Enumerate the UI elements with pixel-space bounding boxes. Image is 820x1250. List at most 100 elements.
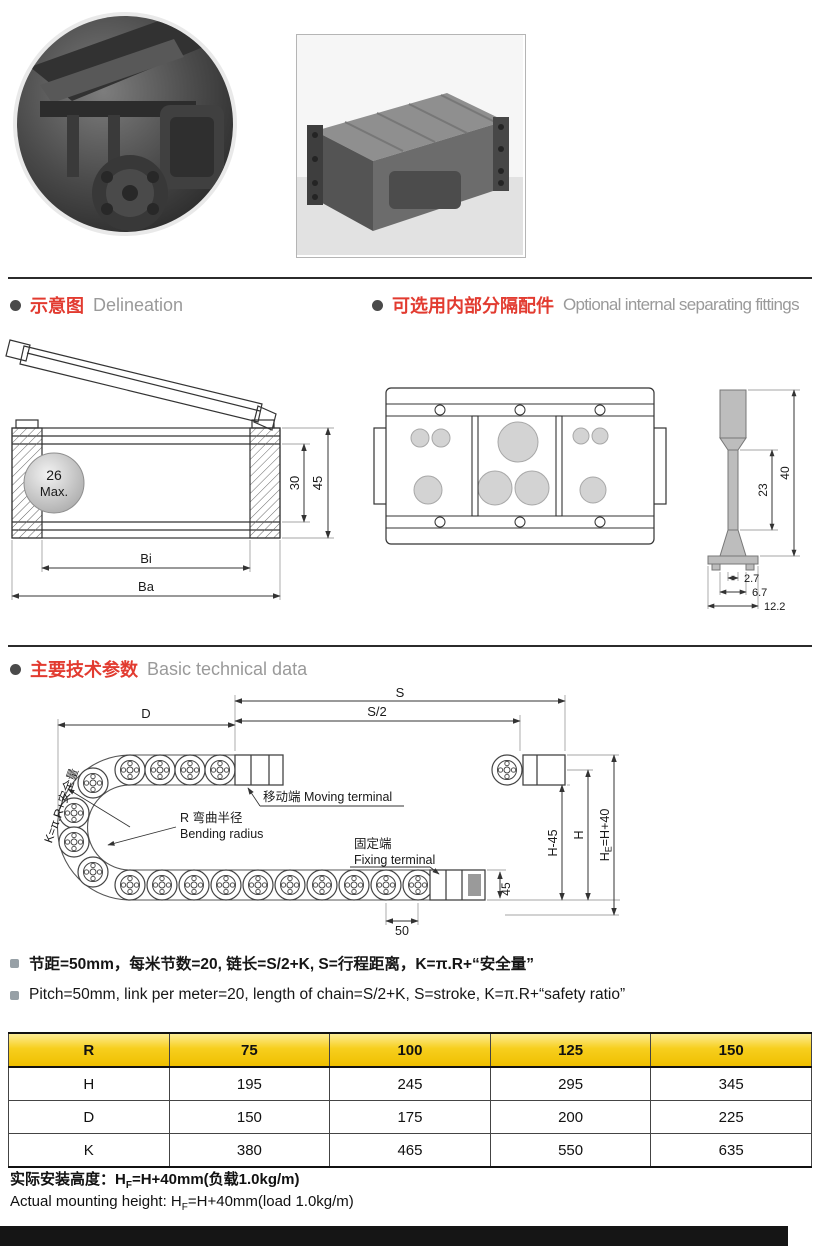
bending-radius-label-cn: R 弯曲半径	[180, 810, 243, 825]
table-cell: 465	[329, 1133, 491, 1168]
bending-radius-label-en: Bending radius	[180, 827, 263, 841]
table-cell: 225	[650, 1100, 812, 1134]
table-cell: 150	[168, 1100, 331, 1134]
dim-w2: 6.7	[752, 587, 767, 599]
table-cell: D	[8, 1100, 170, 1134]
dim-inner-width: Bi	[140, 551, 152, 566]
fixing-block-shade	[468, 874, 481, 896]
section-title-en: Optional internal separating fittings	[563, 295, 800, 314]
frame-details	[386, 403, 654, 529]
moving-terminal-label: 移动端 Moving terminal	[263, 790, 392, 804]
section-fittings: 可选用内部分隔配件 Optional internal separating f…	[372, 292, 800, 318]
note-en: Pitch=50mm, link per meter=20, length of…	[10, 986, 625, 1004]
dim-he-post: =H+40	[598, 809, 612, 847]
table-header-cell: 125	[489, 1032, 652, 1068]
mounting-height-cn-post: =H+40mm(负载1.0kg/m)	[131, 1171, 300, 1188]
mounting-height-en-pre: Actual mounting height: H	[10, 1193, 182, 1210]
bend-diagram: D S S/2 K=π.R+安全量 移动端 Moving terminal R …	[10, 685, 690, 955]
table-cell: 245	[329, 1066, 491, 1101]
bottom-bar	[0, 1226, 788, 1246]
chain-band-outline	[57, 754, 430, 901]
section-bullet-icon	[10, 663, 21, 675]
separator-shape	[707, 389, 759, 571]
section-title-cn: 可选用内部分隔配件	[392, 296, 554, 316]
frame-outline	[373, 387, 667, 545]
dimension-lines	[707, 389, 797, 609]
mounting-height-cn-pre: 实际安装高度：H	[10, 1171, 126, 1188]
divider-top	[8, 277, 812, 279]
dim-w1: 2.7	[744, 573, 759, 585]
max-diameter-value: 26	[46, 467, 62, 483]
product-photo-circle	[12, 5, 238, 243]
section-technical: 主要技术参数 Basic technical data	[10, 656, 307, 682]
note-bullet-icon	[10, 990, 19, 1000]
dim-w3: 12.2	[764, 601, 785, 613]
table-cell: H	[8, 1066, 170, 1101]
leader-lines	[67, 787, 440, 875]
divider-middle	[8, 645, 812, 647]
max-cable-ball	[23, 452, 85, 514]
table-cell: 550	[489, 1133, 652, 1168]
section-delineation: 示意图 Delineation	[10, 292, 183, 318]
note-bullet-icon	[10, 958, 19, 968]
section-bullet-icon	[10, 299, 21, 311]
table-cell: 380	[168, 1133, 331, 1168]
product-photo-rect-art	[297, 35, 523, 255]
table-cell: 635	[650, 1133, 812, 1168]
product-photo-rect	[296, 34, 526, 258]
dimension-lines	[11, 427, 331, 599]
table-cell: 195	[168, 1066, 331, 1101]
table-header-row: R 75 100 125 150	[8, 1032, 812, 1068]
side-view-drawing: 26 Max. 30 45 Bi Ba	[4, 332, 344, 622]
max-diameter-label: Max.	[40, 484, 68, 499]
table-header-cell: 100	[329, 1032, 491, 1068]
table-cell: K	[8, 1133, 170, 1168]
note-text-cn: 节距=50mm，每米节数=20, 链长=S/2+K, S=行程距离，K=π.R+…	[29, 956, 534, 973]
dim-45: 45	[499, 882, 513, 896]
dim-d: D	[141, 706, 150, 721]
note-text-en: Pitch=50mm, link per meter=20, length of…	[29, 986, 626, 1003]
separator-profile-drawing: 23 40 2.7 6.7 12.2	[700, 382, 820, 617]
dim-s-half: S/2	[367, 704, 387, 719]
dim-inner-height: 30	[287, 476, 302, 490]
table-cell: 295	[489, 1066, 652, 1101]
mounting-height-cn: 实际安装高度：HF=H+40mm(负载1.0kg/m)	[10, 1168, 300, 1191]
dim-s: S	[396, 685, 405, 700]
dim-50: 50	[395, 924, 409, 938]
dim-outer-height: 45	[310, 476, 325, 490]
table-header-cell: 150	[650, 1032, 812, 1068]
table-header-cell: R	[8, 1032, 170, 1068]
section-title-en: Delineation	[93, 294, 184, 315]
table-row: H 195 245 295 345	[8, 1066, 812, 1101]
dim-h: H	[572, 830, 586, 839]
mounting-height-en-post: =H+40mm(load 1.0kg/m)	[187, 1193, 354, 1210]
mounting-height-cn-sub: F	[125, 1180, 132, 1191]
dim-outer-width: Ba	[138, 579, 155, 594]
cross-section-drawing	[370, 384, 670, 549]
mounting-height-en: Actual mounting height: HF=H+40mm(load 1…	[10, 1193, 354, 1213]
table-cell: 200	[489, 1100, 652, 1134]
section-title-cn: 主要技术参数	[30, 660, 138, 680]
dim-he: HE=H+40	[598, 809, 614, 862]
table-row: K 380 465 550 635	[8, 1133, 812, 1168]
note-cn: 节距=50mm，每米节数=20, 链长=S/2+K, S=行程距离，K=π.R+…	[10, 952, 534, 974]
dim-total-height: 40	[778, 466, 792, 480]
section-bullet-icon	[372, 299, 383, 311]
mounting-height-en-sub: F	[181, 1202, 188, 1213]
section-title-cn: 示意图	[30, 296, 84, 316]
parameter-table: R 75 100 125 150 H 195 245 295 345 D 150…	[8, 1032, 812, 1168]
dim-he-pre: H	[598, 852, 612, 861]
dimension-lines	[57, 698, 617, 924]
table-header-cell: 75	[168, 1032, 331, 1068]
fixing-terminal-label-en: Fixing terminal	[354, 853, 435, 867]
product-photo-circle-art	[13, 12, 237, 236]
fixing-terminal-label-cn: 固定端	[354, 836, 392, 851]
table-cell: 175	[329, 1100, 491, 1134]
separator-bars	[471, 415, 563, 517]
section-title-en: Basic technical data	[147, 658, 308, 679]
dim-h45: H-45	[546, 829, 560, 856]
dim-he-sub: E	[604, 846, 614, 852]
table-row: D 150 175 200 225	[8, 1100, 812, 1134]
dim-stem: 23	[756, 483, 770, 497]
table-cell: 345	[650, 1066, 812, 1101]
